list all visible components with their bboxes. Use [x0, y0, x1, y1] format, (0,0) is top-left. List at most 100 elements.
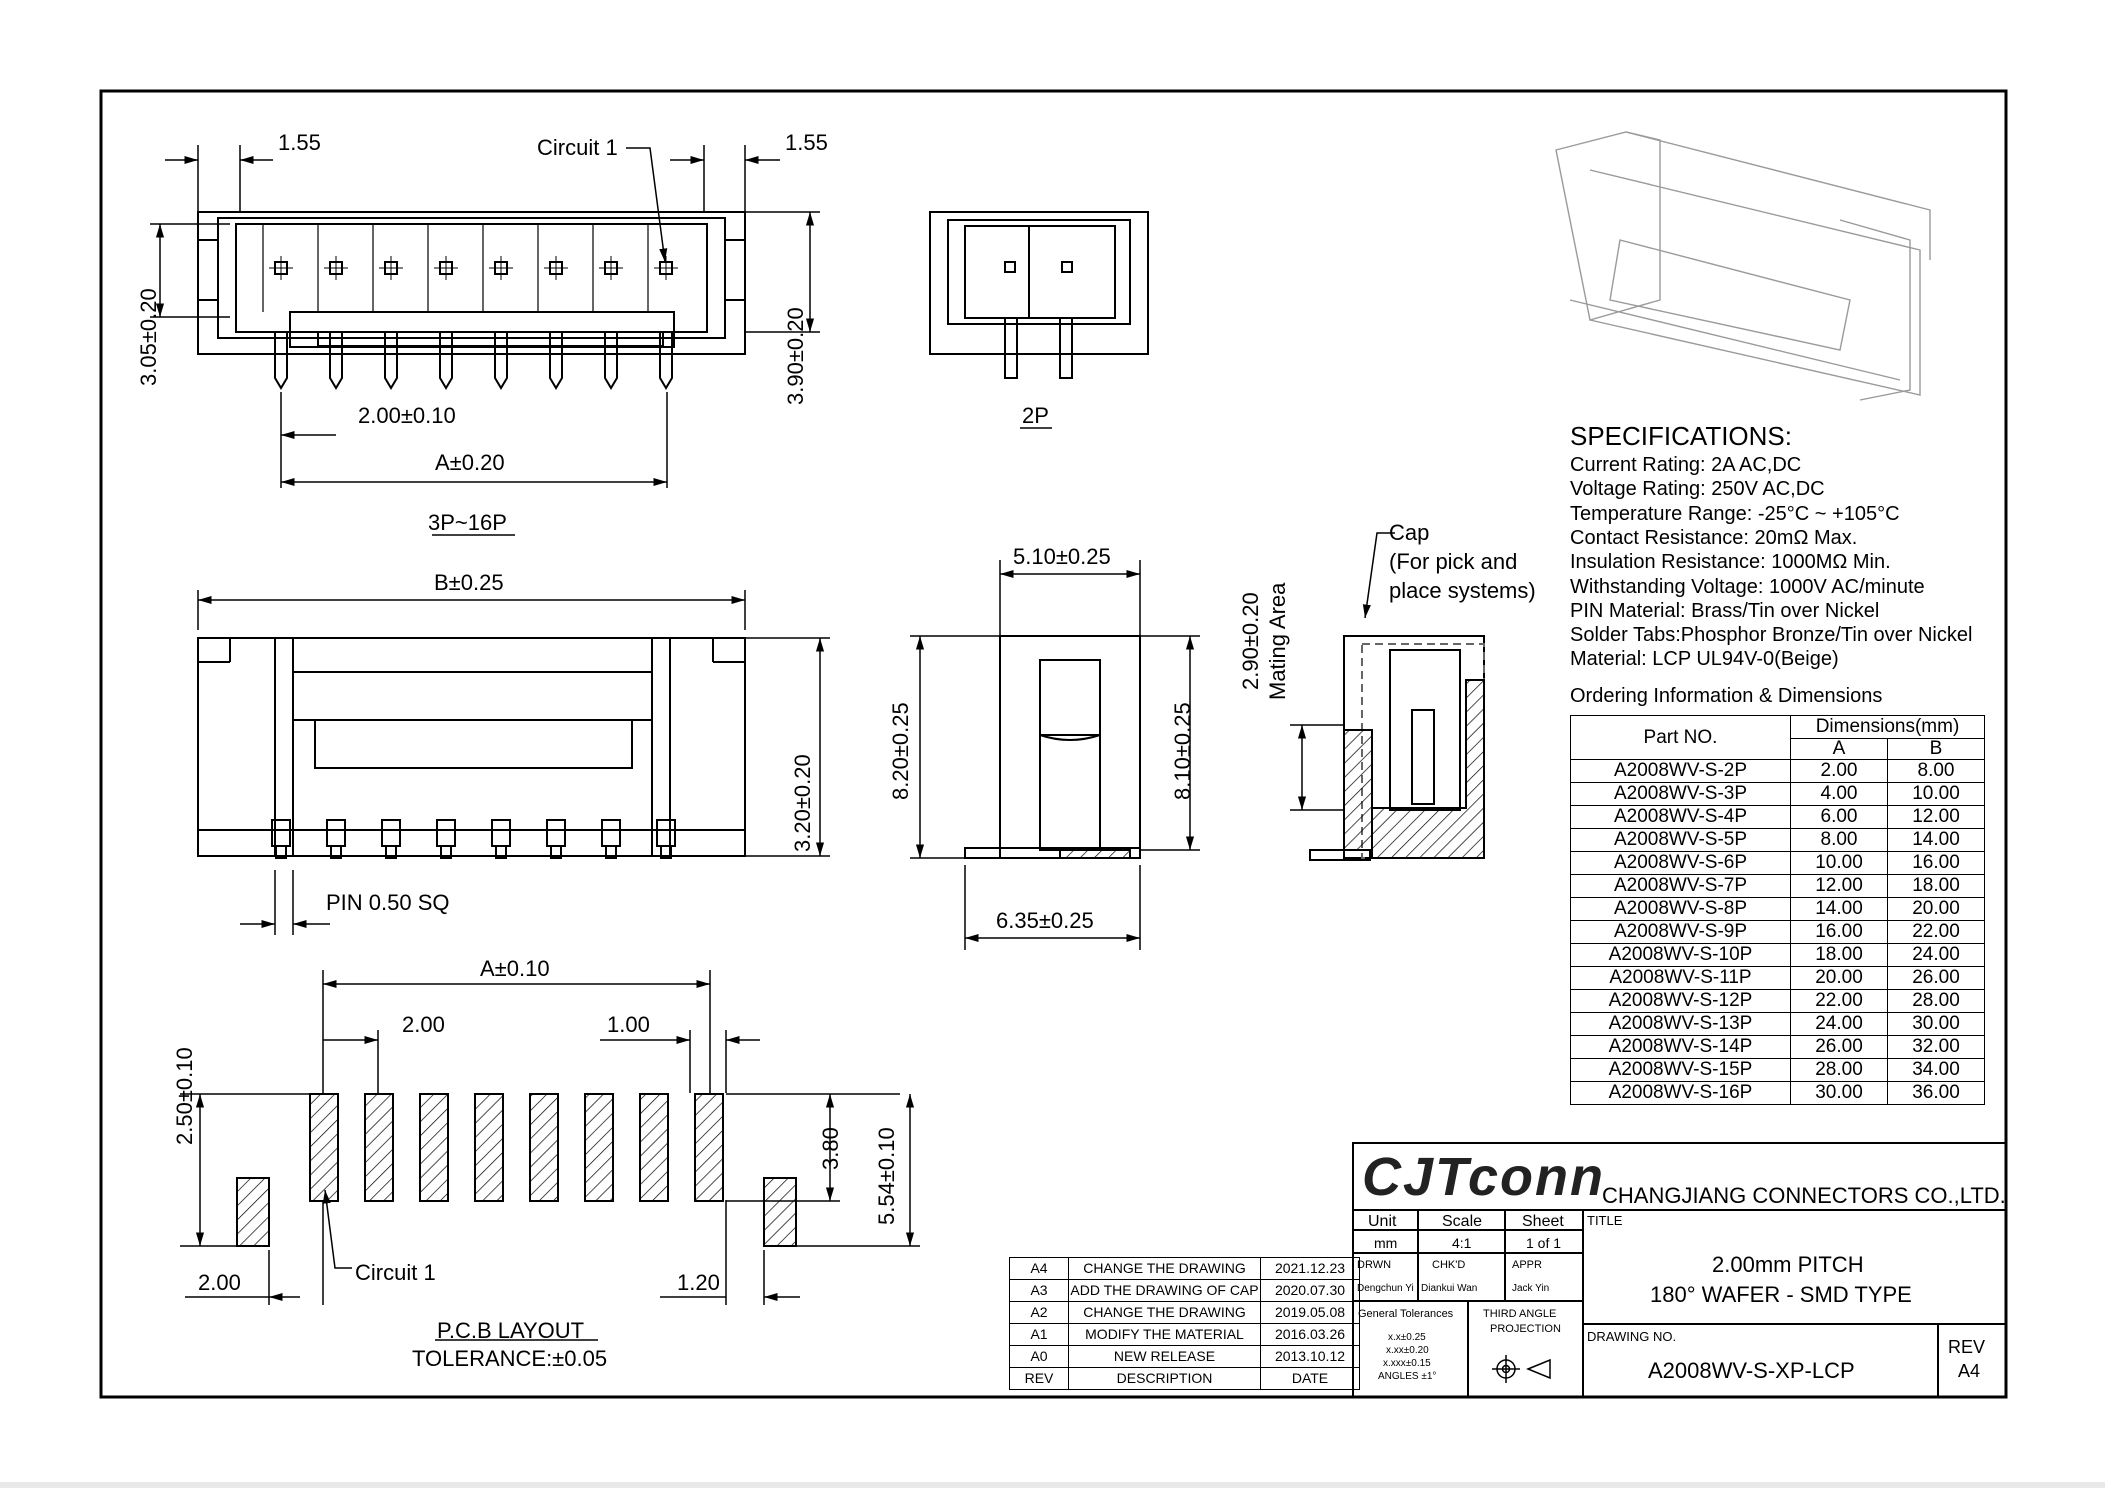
pcb-pad	[419, 1093, 449, 1202]
company-logo: CJTconn	[1362, 1147, 1605, 1207]
side-view	[964, 635, 1141, 859]
pcb-pad	[309, 1093, 339, 1202]
revision-cell-date: 2021.12.23	[1260, 1257, 1360, 1280]
front-pin	[601, 819, 621, 847]
ordering-cell-b: 22.00	[1887, 920, 1985, 944]
ordering-cell-b: 34.00	[1887, 1058, 1985, 1082]
spec-line: Contact Resistance: 20mΩ Max.	[1570, 526, 1858, 549]
ordering-cell-a: 28.00	[1790, 1058, 1888, 1082]
pcb-tolerance: TOLERANCE:±0.05	[412, 1346, 608, 1371]
isometric-view	[1555, 131, 1931, 401]
rev-header-desc: DESCRIPTION	[1068, 1367, 1261, 1390]
dim-635: 6.35±0.25	[996, 908, 1094, 933]
rev-value: A4	[1958, 1361, 1981, 1381]
front-view	[197, 637, 746, 859]
ordering-cell-a: 2.00	[1790, 759, 1888, 783]
title-block-grid	[1352, 1142, 2007, 1398]
col-part-no: Part NO.	[1570, 715, 1791, 760]
ordering-cell-a: 30.00	[1790, 1081, 1888, 1105]
cap-note-1: (For pick and	[1389, 549, 1518, 574]
title-line-1: 2.00mm PITCH	[1712, 1252, 1864, 1277]
spec-line: Temperature Range: -25°C ~ +105°C	[1570, 502, 1900, 525]
revision-cell-rev: A2	[1009, 1301, 1069, 1324]
tolerance-4: ANGLES ±1°	[1378, 1371, 1437, 1382]
col-dimensions: Dimensions(mm)	[1790, 715, 1985, 739]
sheet-border	[99, 89, 2008, 1399]
company-name: CHANGJIANG CONNECTORS CO.,LTD.	[1602, 1183, 2006, 1208]
cap-note-2: place systems)	[1389, 578, 1536, 603]
ordering-cell-a: 6.00	[1790, 805, 1888, 829]
projection-1: THIRD ANGLE	[1483, 1308, 1557, 1320]
drwn-name: Dengchun Yi	[1357, 1283, 1414, 1294]
dim-250: 2.50±0.10	[172, 1047, 197, 1145]
footer-bar	[0, 1482, 2105, 1488]
dim-390: 3.90±0.20	[783, 307, 808, 405]
spec-line: Voltage Rating: 250V AC,DC	[1570, 478, 1825, 501]
pcb-edge-200: 2.00	[198, 1270, 241, 1295]
ordering-cell-part: A2008WV-S-10P	[1570, 943, 1791, 967]
spec-line: PIN Material: Brass/Tin over Nickel	[1570, 599, 1880, 622]
front-pin	[381, 819, 401, 847]
projection-2: PROJECTION	[1490, 1323, 1561, 1335]
ordering-cell-a: 16.00	[1790, 920, 1888, 944]
pcb-title: P.C.B LAYOUT	[437, 1318, 585, 1343]
ordering-cell-part: A2008WV-S-2P	[1570, 759, 1791, 783]
ordering-cell-part: A2008WV-S-14P	[1570, 1035, 1791, 1059]
ordering-cell-b: 26.00	[1887, 966, 1985, 990]
dim-554: 5.54±0.10	[874, 1127, 899, 1225]
revision-cell-rev: A3	[1009, 1279, 1069, 1302]
revision-cell-rev: A4	[1009, 1257, 1069, 1280]
spec-line: Current Rating: 2A AC,DC	[1570, 454, 1802, 476]
ordering-cell-a: 8.00	[1790, 828, 1888, 852]
projection-icon	[1492, 1355, 1551, 1383]
title-label: TITLE	[1587, 1213, 1623, 1228]
pcb-pad	[694, 1093, 724, 1202]
ordering-cell-b: 12.00	[1887, 805, 1985, 829]
pin-lead	[384, 332, 398, 390]
ordering-cell-part: A2008WV-S-13P	[1570, 1012, 1791, 1036]
circuit1-label-pcb: Circuit 1	[355, 1260, 436, 1285]
pcb-pitch-200: 2.00	[402, 1012, 445, 1037]
ordering-cell-a: 24.00	[1790, 1012, 1888, 1036]
ordering-cell-b: 28.00	[1887, 989, 1985, 1013]
pcb-pad	[639, 1093, 669, 1202]
pin-lead	[274, 332, 288, 390]
dim-305: 3.05±0.20	[136, 288, 161, 386]
ordering-cell-b: 16.00	[1887, 851, 1985, 875]
pin-lead	[659, 332, 673, 390]
appr-label: APPR	[1512, 1259, 1542, 1271]
front-pin-tip	[495, 845, 507, 859]
revision-cell-date: 2016.03.26	[1260, 1323, 1360, 1346]
pcb-edge-120: 1.20	[677, 1270, 720, 1295]
front-pin	[491, 819, 511, 847]
pcb-pad	[529, 1093, 559, 1202]
pcb-pad-100: 1.00	[607, 1012, 650, 1037]
dim-320: 3.20±0.20	[790, 754, 815, 852]
drawing-no: A2008WV-S-XP-LCP	[1648, 1358, 1855, 1383]
scale-value: 4:1	[1452, 1235, 1472, 1251]
revision-cell-date: 2020.07.30	[1260, 1279, 1360, 1302]
ordering-title: Ordering Information & Dimensions	[1570, 685, 1883, 707]
ordering-cell-a: 4.00	[1790, 782, 1888, 806]
ordering-cell-part: A2008WV-S-16P	[1570, 1081, 1791, 1105]
ordering-cell-part: A2008WV-S-5P	[1570, 828, 1791, 852]
front-pin	[546, 819, 566, 847]
mating-area-label: Mating Area	[1265, 582, 1290, 700]
revision-cell-rev: A0	[1009, 1345, 1069, 1368]
revision-cell-desc: CHANGE THE DRAWING	[1068, 1257, 1261, 1280]
tolerance-title: General Tolerances	[1358, 1308, 1454, 1320]
rev-header-rev: REV	[1009, 1367, 1069, 1390]
ordering-cell-part: A2008WV-S-9P	[1570, 920, 1791, 944]
